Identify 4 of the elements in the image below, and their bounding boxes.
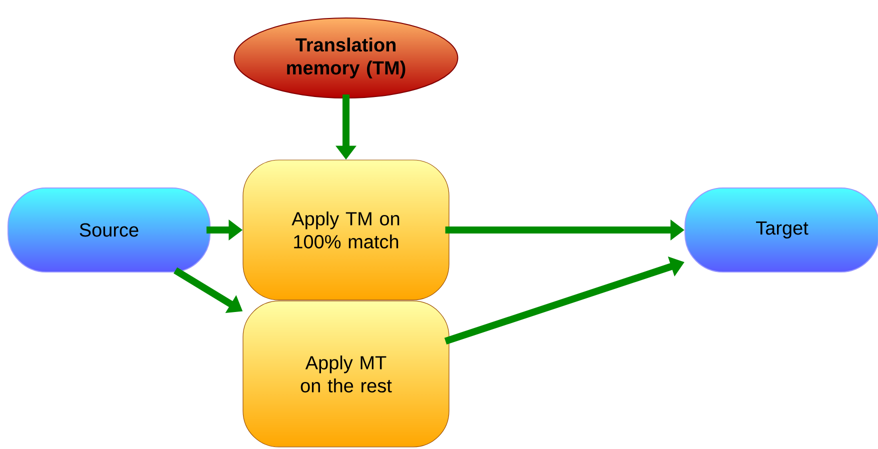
process-box: Apply MT on the rest [242,300,450,448]
process-box: Apply TM on 100% match [242,160,450,300]
terminal-pill: Source [8,188,210,272]
terminal-pill: Target [684,188,878,272]
